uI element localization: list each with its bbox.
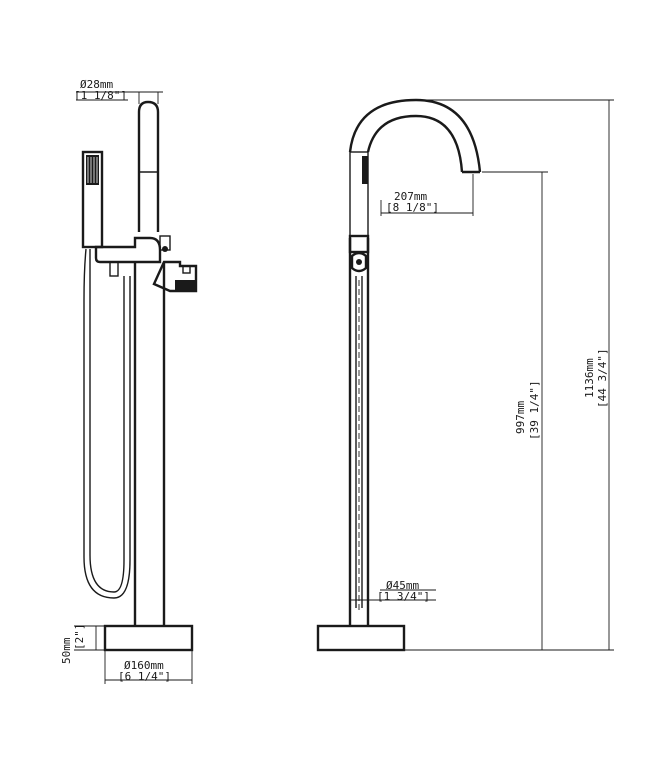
front-hand-shower-head (86, 155, 99, 185)
dim-overall-height: 1136mm [44 3/4"] (418, 99, 614, 651)
dim-base-dia-metric: Ø160mm (124, 659, 164, 672)
side-gooseneck-inner (366, 114, 464, 173)
front-diverter-knob-dot (162, 246, 168, 252)
side-handle-joint (356, 259, 362, 265)
dim-spout-outlet-height-metric: 997mm (514, 401, 527, 434)
front-shower-hose-inner (83, 248, 131, 599)
dim-base-height-metric: 50mm (60, 637, 73, 664)
dim-spout-outlet-height-imperial: [39 1/4"] (528, 380, 541, 440)
front-hand-shower (81, 150, 104, 249)
dim-column-dia: Ø45mm [1 3/4"] (350, 579, 436, 603)
front-base (103, 624, 194, 652)
side-mixer-body (348, 234, 370, 254)
front-handle-cap (182, 265, 191, 274)
front-handle-grip (175, 280, 196, 291)
dim-column-dia-imperial: [1 3/4"] (377, 590, 430, 603)
front-mixer-body (94, 236, 162, 264)
side-handle (350, 251, 368, 273)
dim-overall-height-imperial: [44 3/4"] (596, 348, 609, 408)
dim-spout-reach: 207mm [8 1/8"] (380, 174, 474, 216)
dim-spout-tube-dia-metric: Ø28mm (80, 78, 113, 91)
front-shower-hose (89, 249, 125, 593)
side-base (316, 624, 406, 652)
dim-spout-tube-dia: Ø28mm [1 1/8"] (74, 78, 163, 104)
dim-base-dia: Ø160mm [6 1/4"] (104, 651, 193, 684)
dim-base-height-imperial: [2"] (73, 624, 86, 651)
side-view: 207mm [8 1/8"] 997mm [39 1/4"] 1136mm [4… (316, 98, 614, 652)
dim-base-height: 50mm [2"] (60, 624, 104, 664)
dim-column-dia-metric: Ø45mm (386, 579, 419, 592)
dim-overall-height-metric: 1136mm (583, 358, 596, 398)
side-gooseneck-outer (348, 98, 482, 173)
dim-spout-reach-metric: 207mm (394, 190, 427, 203)
dim-spout-tube-dia-imperial: [1 1/8"] (74, 89, 127, 102)
front-hose-connector (109, 261, 119, 277)
dim-base-dia-imperial: [6 1/4"] (118, 670, 171, 683)
dim-spout-reach-imperial: [8 1/8"] (386, 201, 439, 214)
front-view: Ø28mm [1 1/8"] 50mm [2"] Ø160mm [6 1/4"] (60, 78, 198, 684)
side-shower-head (362, 156, 368, 184)
front-spout-tube (137, 100, 160, 232)
dim-spout-outlet-height: 997mm [39 1/4"] (405, 171, 548, 651)
